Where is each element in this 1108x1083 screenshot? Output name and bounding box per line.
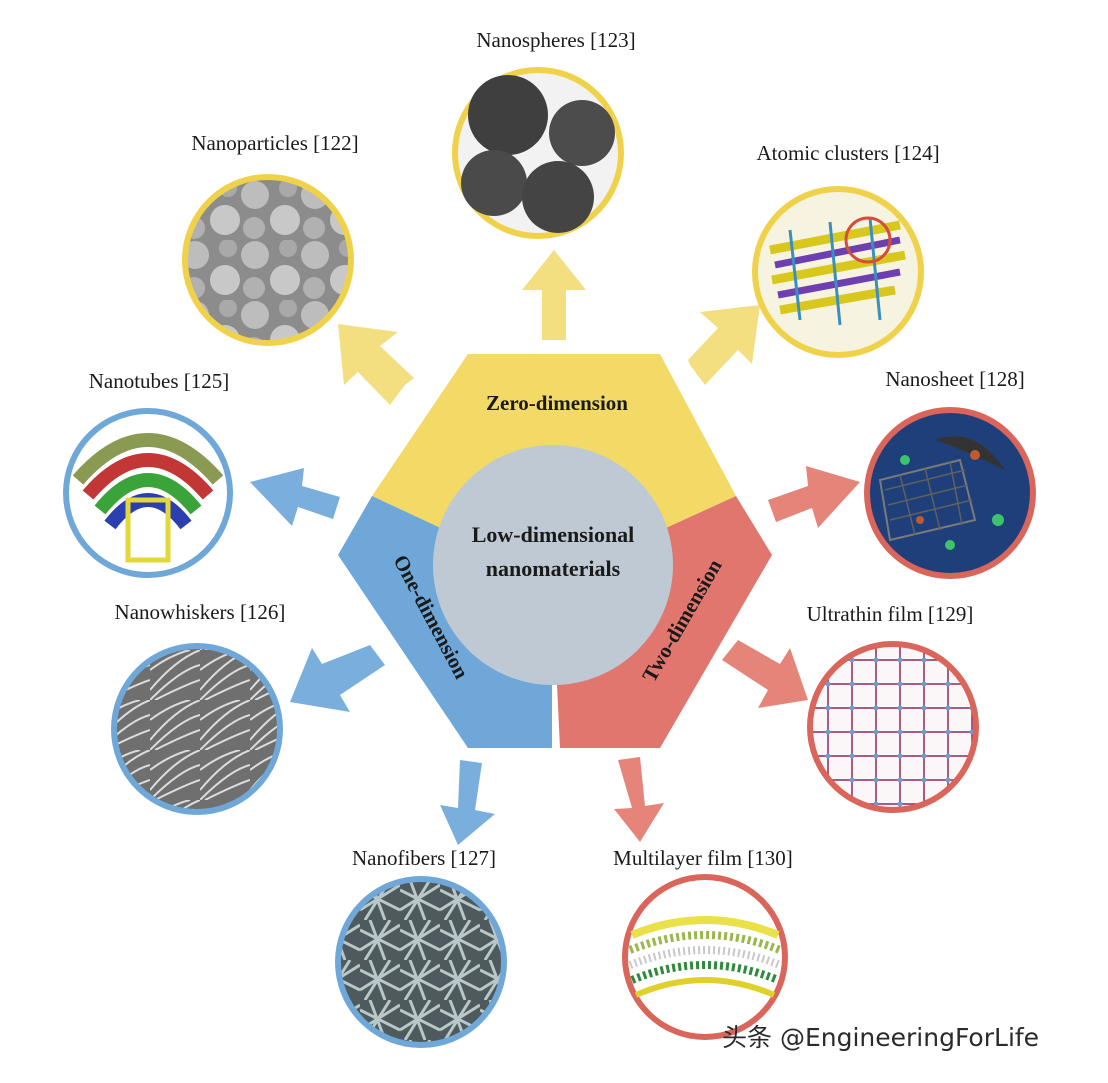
multilayer-film-label: Multilayer film [130] — [613, 846, 793, 870]
nanofibers-image — [335, 876, 507, 1048]
nanosphere-icon — [461, 150, 527, 216]
center-circle — [433, 445, 673, 685]
ultrathin-film-image — [807, 641, 979, 813]
arrow-one-left — [250, 468, 340, 526]
atomic-cluster-icon — [769, 216, 906, 326]
arrow-one-down — [440, 760, 495, 845]
nanosheet-label: Nanosheet [128] — [885, 367, 1024, 391]
nanosheet-image — [864, 407, 1036, 579]
center-label-line1: Low-dimensional — [472, 522, 635, 547]
nanowhiskers-image — [111, 643, 283, 815]
arrow-zero-upleft — [338, 324, 414, 405]
arrow-two-right — [768, 466, 860, 528]
nanosphere-icon — [549, 100, 615, 166]
atomic-clusters-label: Atomic clusters [124] — [756, 141, 939, 165]
arrow-two-downright — [722, 640, 808, 708]
arrow-two-down — [614, 757, 664, 842]
watermark: 头条 @EngineeringForLife — [722, 1023, 1040, 1052]
multilayer-film-icon — [628, 916, 782, 998]
nanosphere-icon — [468, 75, 548, 155]
zero-dimension-label: Zero-dimension — [486, 391, 628, 415]
nanoparticles-label: Nanoparticles [122] — [191, 131, 358, 155]
nanosphere-icon — [522, 161, 594, 233]
nanoparticles-image — [182, 174, 354, 346]
nanosheet-icon — [878, 436, 1005, 550]
ultrathin-film-label: Ultrathin film [129] — [807, 602, 974, 626]
nanotubes-label: Nanotubes [125] — [89, 369, 230, 393]
center-label-line2: nanomaterials — [486, 556, 621, 581]
arrow-zero-upright — [688, 305, 760, 385]
arrow-one-downleft — [290, 645, 385, 712]
nanotube-icon — [72, 433, 224, 563]
arrow-zero-up — [522, 250, 586, 340]
nanofibers-label: Nanofibers [127] — [352, 846, 496, 870]
multilayer-film-image — [622, 874, 788, 1040]
nanowhiskers-label: Nanowhiskers [126] — [115, 600, 286, 624]
nanospheres-label: Nanospheres [123] — [476, 28, 635, 52]
